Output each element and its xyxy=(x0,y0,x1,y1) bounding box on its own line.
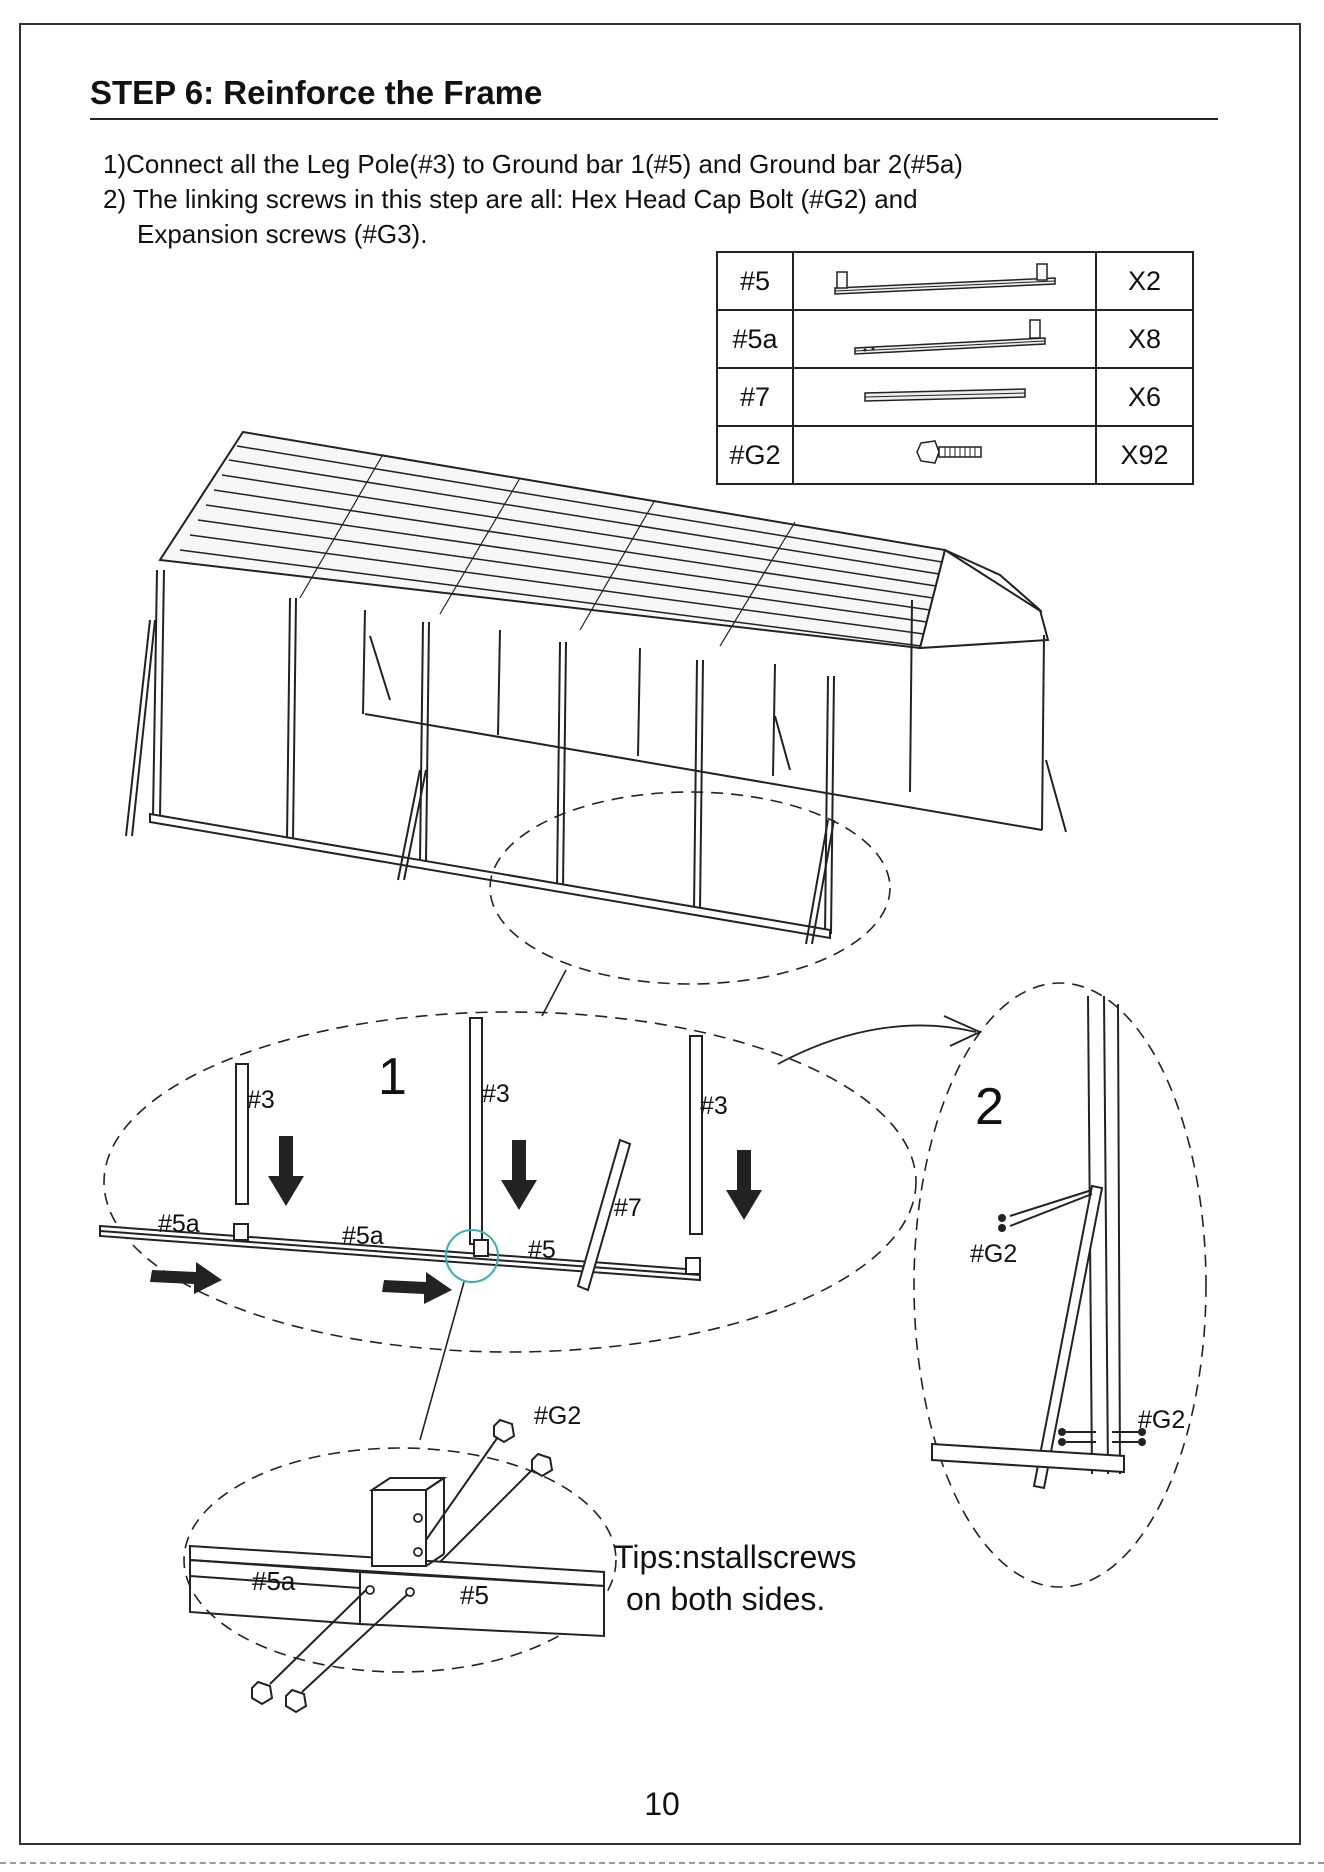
tip-text-line-1: Tips:nstallscrews xyxy=(614,1539,856,1575)
bar-label: #5a xyxy=(158,1210,200,1238)
joint-highlight xyxy=(445,1229,499,1283)
bolt-label: #G2 xyxy=(1138,1406,1185,1434)
ground-bar-icon xyxy=(792,309,1097,369)
part-code: #5a xyxy=(716,309,794,369)
parts-row: #5 X2 xyxy=(716,251,1194,311)
bar-label: #5 xyxy=(528,1236,556,1264)
part-qty: X92 xyxy=(1095,425,1194,485)
part-qty: X6 xyxy=(1095,367,1194,427)
part-code: #7 xyxy=(716,367,794,427)
parts-row: #5a X8 xyxy=(716,309,1194,369)
page-border xyxy=(19,23,1301,1845)
bar-label: #5 xyxy=(460,1580,489,1610)
callout-leader xyxy=(541,969,567,1017)
bolt-label: #G2 xyxy=(534,1402,581,1430)
ground-bar-icon xyxy=(792,251,1097,311)
detail-2-ellipse xyxy=(913,982,1207,1588)
carport-frame xyxy=(125,430,1067,945)
pole-label: #3 xyxy=(700,1092,728,1120)
pointer-arrow xyxy=(777,1024,977,1065)
page-cut-line xyxy=(0,1862,1324,1864)
instruction-line-1: 1)Connect all the Leg Pole(#3) to Ground… xyxy=(103,149,963,179)
part-code: #5 xyxy=(716,251,794,311)
detail-2: 2 #G2 #G2 xyxy=(913,982,1207,1588)
part-qty: X8 xyxy=(1095,309,1194,369)
instruction-line-3: Expansion screws (#G3). xyxy=(137,219,428,249)
page-number: 10 xyxy=(644,1786,680,1822)
detail-2-number: 2 xyxy=(975,1078,1004,1136)
pole-label: #3 xyxy=(482,1080,510,1108)
parts-row: #G2 X92 xyxy=(716,425,1194,485)
detail-1-number: 1 xyxy=(378,1048,407,1106)
step-title: STEP 6: Reinforce the Frame xyxy=(90,74,543,111)
title-divider xyxy=(90,118,1218,120)
brace-bar-icon xyxy=(792,367,1097,427)
detail-zoom-ellipse xyxy=(183,1447,617,1673)
pole-label: #3 xyxy=(247,1086,275,1114)
hex-bolt-icon xyxy=(792,425,1097,485)
part-qty: X2 xyxy=(1095,251,1194,311)
tip-text-line-2: on both sides. xyxy=(626,1581,825,1617)
callout-ellipse xyxy=(489,791,891,985)
parts-table: #5 X2 #5a X8 #7 xyxy=(716,251,1194,485)
bar-label: #5a xyxy=(252,1566,296,1596)
instruction-line-2: 2) The linking screws in this step are a… xyxy=(103,184,918,214)
detail-zoom: #G2 #5a #5 xyxy=(183,1402,617,1714)
bolt-label: #G2 xyxy=(970,1240,1017,1268)
detail-1: 1 #3 #3 #3 xyxy=(99,1011,917,1441)
parts-row: #7 X6 xyxy=(716,367,1194,427)
brace-label: #7 xyxy=(614,1194,642,1222)
bar-label: #5a xyxy=(342,1222,384,1250)
detail-1-ellipse xyxy=(103,1011,917,1353)
part-code: #G2 xyxy=(716,425,794,485)
